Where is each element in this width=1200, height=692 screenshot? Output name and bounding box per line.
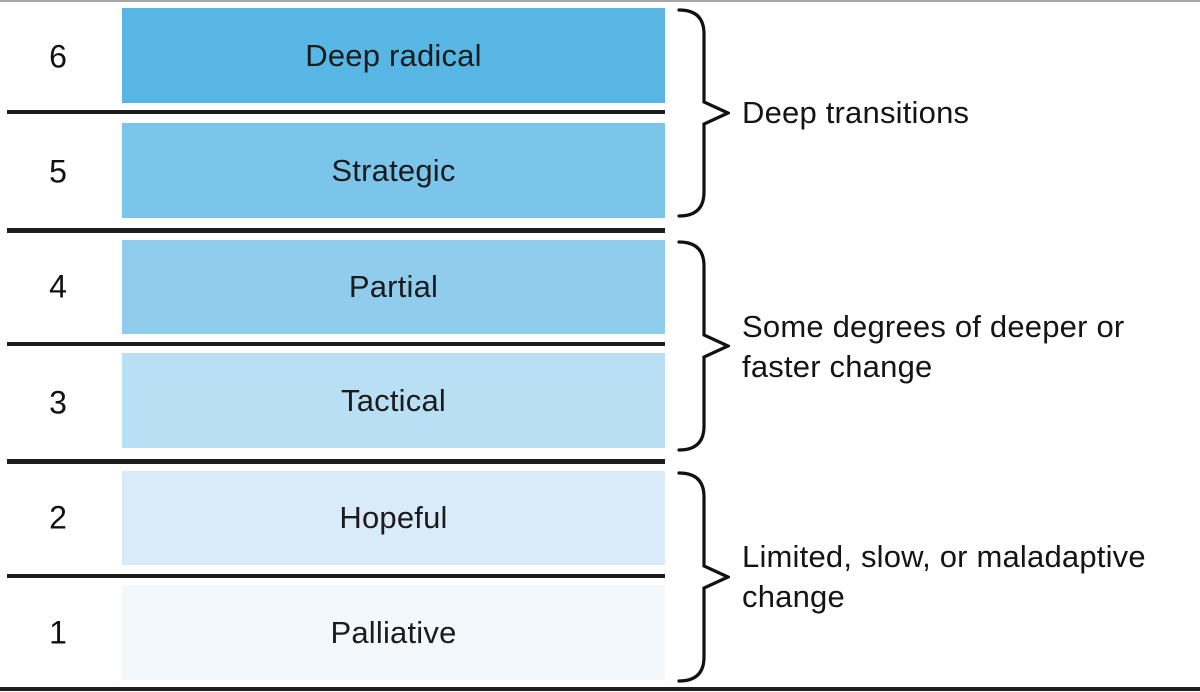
bar-label-3: Tactical xyxy=(341,382,446,418)
level-number-1: 1 xyxy=(49,614,67,651)
level-number-5: 5 xyxy=(49,153,67,190)
bar-label-6: Deep radical xyxy=(305,37,482,73)
level-bar-2: Hopeful xyxy=(122,471,665,565)
top-border-line xyxy=(0,0,1200,2)
group-label-line: Some degrees of deeper or xyxy=(742,309,1125,344)
row-separator-4-3 xyxy=(7,342,665,346)
level-number-4: 4 xyxy=(49,268,67,305)
group-label-line: Limited, slow, or maladaptive xyxy=(742,539,1146,574)
group-label-limited-change: Limited, slow, or maladaptive change xyxy=(742,537,1200,617)
level-number-3: 3 xyxy=(49,384,67,421)
bar-label-1: Palliative xyxy=(330,614,457,650)
group-label-deep-transitions: Deep transitions xyxy=(742,93,1200,133)
level-bar-3: Tactical xyxy=(122,353,665,448)
level-number-6: 6 xyxy=(49,38,67,75)
row-separator-2-1 xyxy=(7,574,665,578)
curly-brace-icon-deep-transitions xyxy=(677,8,730,218)
group-label-line: faster change xyxy=(742,349,933,384)
level-bar-5: Strategic xyxy=(122,123,665,218)
group-separator-5-4 xyxy=(7,228,665,233)
curly-brace-icon-limited-change xyxy=(677,471,730,683)
row-separator-6-5 xyxy=(7,110,665,114)
bar-label-5: Strategic xyxy=(331,152,456,188)
group-label-some-degrees: Some degrees of deeper or faster change xyxy=(742,307,1200,387)
bar-label-2: Hopeful xyxy=(339,500,448,535)
group-label-line: Deep transitions xyxy=(742,95,970,130)
group-separator-3-2 xyxy=(7,459,665,464)
level-bar-1: Palliative xyxy=(122,585,665,680)
level-number-2: 2 xyxy=(49,499,67,536)
bottom-rule-line xyxy=(0,687,1200,691)
group-label-line: change xyxy=(742,579,845,614)
bar-label-4: Partial xyxy=(348,269,439,304)
level-bar-6: Deep radical xyxy=(122,8,665,103)
level-bar-4: Partial xyxy=(122,240,665,334)
curly-brace-icon-some-degrees xyxy=(677,240,730,452)
